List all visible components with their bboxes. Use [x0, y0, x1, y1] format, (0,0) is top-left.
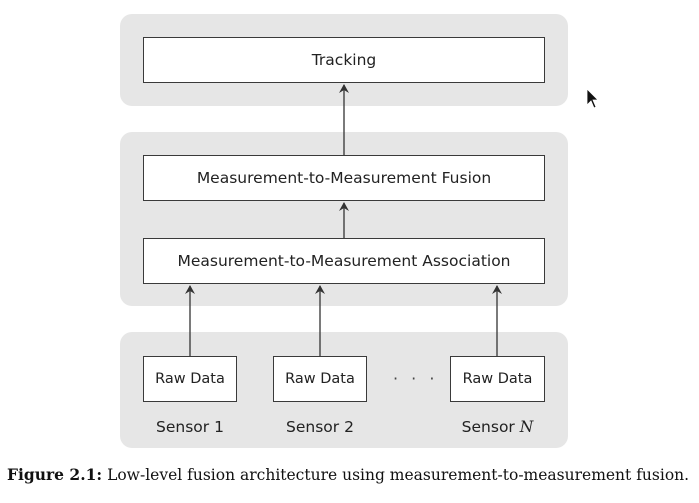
sensor-label-n-prefix: Sensor: [461, 418, 515, 436]
figure-caption-label: Figure 2.1:: [7, 465, 103, 484]
raw-data-box-2: Raw Data: [273, 356, 367, 402]
figure-caption-text: Low-level fusion architecture using meas…: [107, 466, 690, 484]
sensor-label-n-var: N: [519, 418, 534, 436]
association-box: Measurement-to-Measurement Association: [143, 238, 545, 284]
raw-data-box-1: Raw Data: [143, 356, 237, 402]
raw-data-box-n: Raw Data: [450, 356, 545, 402]
sensor-label-n: Sensor N: [450, 418, 545, 436]
figure-caption: Figure 2.1: Low-level fusion architectur…: [7, 465, 689, 484]
sensor-label-1: Sensor 1: [156, 418, 224, 436]
fusion-box: Measurement-to-Measurement Fusion: [143, 155, 545, 201]
sensor-label-2: Sensor 2: [286, 418, 354, 436]
mouse-cursor-icon: [586, 88, 599, 109]
ellipsis: · · ·: [393, 369, 439, 388]
tracking-box: Tracking: [143, 37, 545, 83]
